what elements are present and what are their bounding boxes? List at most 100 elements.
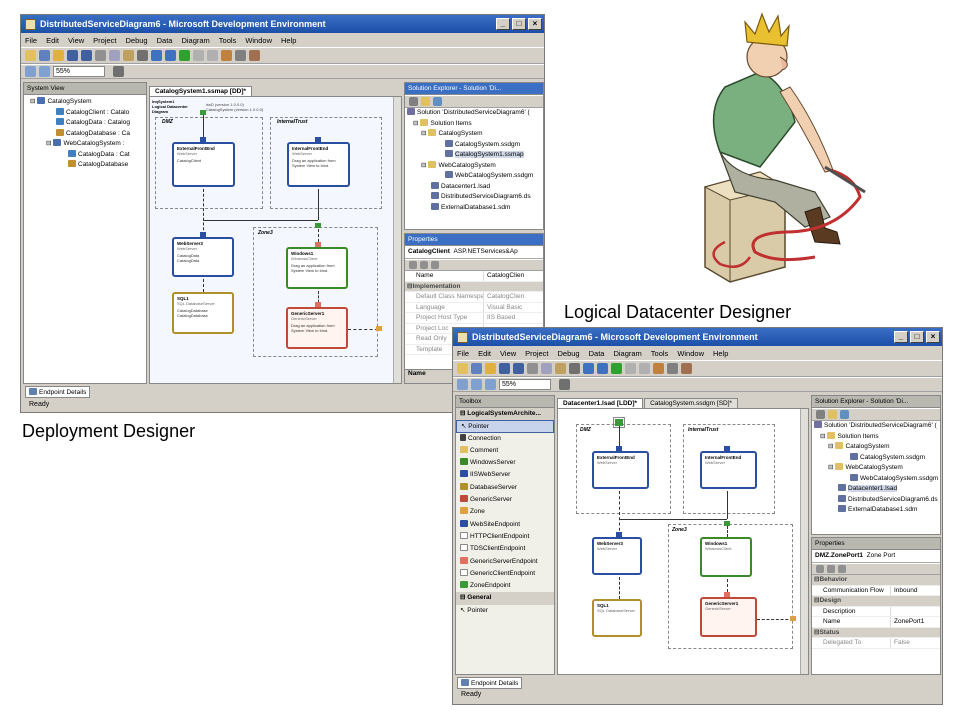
show-all-files-icon[interactable] [421,97,430,106]
toolbox-item[interactable]: Connection [456,433,554,445]
menu-diagram[interactable]: Diagram [613,348,642,358]
tree-item[interactable]: ⊟Solution Items [413,118,472,127]
tree-item[interactable]: CatalogData : Catalog [24,118,146,129]
zone-port[interactable] [613,417,625,428]
tree-item[interactable]: DistributedServiceDiagram6.ds [405,192,543,203]
solution-explorer-icon[interactable] [653,363,664,374]
categorized-icon[interactable] [409,261,417,269]
tree-item[interactable]: CatalogSystem.ssdgm [812,452,940,464]
zone-port[interactable] [724,521,730,526]
server-genericserver1[interactable]: GenericServer1 GenericServer Drag an app… [286,307,348,349]
tree-item[interactable]: DistributedServiceDiagram6.ds [812,494,940,506]
tree-item[interactable]: CatalogDatabase [24,160,146,171]
properties-icon[interactable] [816,410,825,419]
tab-catalogsystem-ssmap[interactable]: CatalogSystem1.ssmap [DD]* [149,86,253,96]
menu-file[interactable]: File [25,35,38,45]
paste-icon[interactable] [555,363,566,374]
menu-tools[interactable]: Tools [650,348,669,358]
server-externalfrontend[interactable]: ExternalFrontEnd WebServer CatalogClient [172,142,235,187]
server-genericserver1[interactable]: GenericServer1 GenericServer [700,597,757,637]
server-webserver3[interactable]: WebServer3 WebServer CatalogData Catalog… [172,237,234,277]
refresh-icon[interactable] [433,97,442,106]
tree-item[interactable]: CatalogSystem.ssdgm [405,139,543,151]
save-all-icon[interactable] [81,50,92,61]
server-webserver3[interactable]: WebServer3 WebServer [592,537,642,575]
stop-icon[interactable] [639,363,650,374]
toolbox-item-pointer[interactable]: ↖ Pointer [460,606,488,614]
toolbox-item[interactable]: ZoneEndpoint [456,580,554,592]
properties-icon[interactable] [409,97,418,106]
menu-debug[interactable]: Debug [557,348,580,358]
tree-item[interactable]: CatalogClient : Catalo [24,107,146,119]
server-windows1[interactable]: Windows1 WindowsClient [700,537,752,577]
start-icon[interactable] [611,363,622,374]
tree-item[interactable]: Solution 'DistributedServiceDiagram6' ( [812,421,940,432]
zone-port[interactable] [315,223,321,228]
tree-item[interactable]: ExternalDatabase1.sdm [812,505,940,516]
toolbox-item[interactable]: TDSClientEndpoint [456,543,554,555]
endpoint-details-tab[interactable]: Endpoint Details [457,677,523,689]
zoom-in-icon[interactable] [457,379,468,390]
toolbox-item[interactable]: GenericServerEndpoint [456,556,554,568]
tree-item[interactable]: ⊟WebCatalogSystem : [46,139,125,147]
server-endpoint[interactable] [200,137,206,142]
redo-icon[interactable] [165,50,176,61]
tree-item[interactable]: WebCatalogSystem.ssdgm [405,171,543,182]
toolbox-item[interactable]: WebSiteEndpoint [456,519,554,531]
refresh-icon[interactable] [840,410,849,419]
menu-project[interactable]: Project [525,348,549,358]
properties-object-selector[interactable]: CatalogClient ASP.NETServices&Ap [405,246,543,259]
start-icon[interactable] [179,50,190,61]
property-category[interactable]: ⊟ Behavior [812,575,940,586]
stop-icon[interactable] [207,50,218,61]
menu-debug[interactable]: Debug [125,35,148,45]
categorized-icon[interactable] [816,565,824,573]
server-endpoint[interactable] [616,532,622,537]
toolbox-item[interactable]: IISWebServer [456,469,554,481]
connection-icon[interactable] [113,66,124,77]
toolbox-icon[interactable] [681,363,692,374]
menu-tools[interactable]: Tools [218,35,237,45]
tree-item[interactable]: ⊟Solution Items [820,431,879,440]
tree-item[interactable]: Datacenter1.lsad [405,181,543,193]
vertical-scrollbar[interactable] [800,409,808,674]
server-endpoint[interactable] [724,446,730,451]
menu-help[interactable]: Help [713,348,729,358]
alphabetical-icon[interactable] [827,565,835,573]
zoom-dropdown[interactable]: 55% [499,379,551,390]
add-item-icon[interactable] [471,363,482,374]
server-internalfrontend[interactable]: InternalFrontEnd WebServer Drag an appli… [287,142,350,187]
toolbox-item[interactable]: GenericClientEndpoint [456,568,554,580]
property-pages-icon[interactable] [431,261,439,269]
property-row[interactable]: Description [812,606,940,617]
server-endpoint[interactable] [315,302,321,307]
cut-icon[interactable] [95,50,106,61]
zoom-out-icon[interactable] [39,66,50,77]
zone-dmz[interactable] [576,424,671,514]
server-externalfrontend[interactable]: ExternalFrontEnd WebServer [592,451,649,489]
pause-icon[interactable] [625,363,636,374]
zoom-dropdown[interactable]: 55% [53,66,105,77]
toolbox-item[interactable]: Comment [456,445,554,457]
menu-data[interactable]: Data [156,35,173,45]
zone-port[interactable] [790,616,796,621]
undo-icon[interactable] [151,50,162,61]
add-item-icon[interactable] [39,50,50,61]
tree-item[interactable]: CatalogDatabase : Ca [24,128,146,140]
redo-icon[interactable] [597,363,608,374]
toolbox-section[interactable]: ⊟ General [456,592,554,605]
property-category[interactable]: ⊟ Implementation [405,281,543,292]
show-all-files-icon[interactable] [828,410,837,419]
menu-diagram[interactable]: Diagram [181,35,210,45]
menu-project[interactable]: Project [93,35,117,45]
vertical-scrollbar[interactable] [393,97,401,383]
menu-edit[interactable]: Edit [46,35,60,45]
logical-datacenter-canvas[interactable]: DMZ InternalTrust Zone3 ExternalFrontEnd… [557,408,809,675]
toolbox-item[interactable]: GenericServer [456,494,554,506]
server-sql1[interactable]: SQL1 SQL DatabaseServer [592,599,642,637]
find-icon[interactable] [137,50,148,61]
deployment-diagram-canvas[interactable]: lnqSystem1 Logical Datacenter Diagram ls… [149,96,402,384]
property-category[interactable]: ⊟ Design [812,596,940,607]
